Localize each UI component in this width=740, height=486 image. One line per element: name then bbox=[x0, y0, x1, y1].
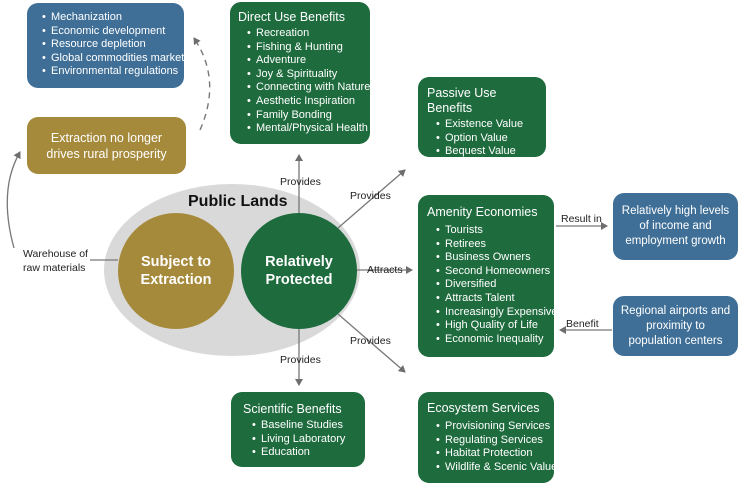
warehouse-label: Warehouse of raw materials bbox=[23, 248, 88, 274]
list-item: Mechanization bbox=[42, 11, 180, 25]
list-item: Diversified bbox=[436, 278, 550, 292]
passive-use-list: Existence Value Option Value Bequest Val… bbox=[427, 118, 542, 159]
ecosystem-services-box: Ecosystem Services Provisioning Services… bbox=[418, 392, 563, 483]
list-item: Economic development bbox=[42, 25, 180, 39]
passive-use-title: Passive Use Benefits bbox=[427, 86, 497, 115]
provides-top-label: Provides bbox=[280, 176, 321, 188]
scientific-benefits-box: Scientific Benefits Baseline Studies Liv… bbox=[231, 392, 365, 467]
provides-lower-right-label: Provides bbox=[350, 335, 391, 347]
list-item: Wildlife & Scenic Values bbox=[436, 461, 563, 475]
list-item: Existence Value bbox=[436, 118, 542, 132]
income-growth-text: Relatively high levels of income and emp… bbox=[621, 205, 730, 247]
list-item: Option Value bbox=[436, 132, 542, 146]
amenity-title: Amenity Economies bbox=[427, 205, 538, 219]
relatively-protected-circle: Relatively Protected bbox=[241, 213, 357, 329]
extraction-decline-text: Extraction no longer drives rural prospe… bbox=[46, 130, 167, 161]
direct-use-title: Direct Use Benefits bbox=[238, 10, 345, 24]
subject-to-extraction-circle: Subject to Extraction bbox=[118, 213, 234, 329]
provides-downright-arrow bbox=[337, 313, 406, 373]
amenity-list: Tourists Retirees Business Owners Second… bbox=[427, 224, 558, 347]
provides-upper-right-label: Provides bbox=[350, 190, 391, 202]
list-item: Fishing & Hunting bbox=[247, 41, 366, 55]
drivers-box: Mechanization Economic development Resou… bbox=[27, 3, 190, 88]
list-item: Retirees bbox=[436, 238, 550, 252]
warehouse-arrow bbox=[6, 151, 21, 249]
dashed-arrow-to-drivers bbox=[193, 37, 211, 131]
list-item: Living Laboratory bbox=[252, 433, 361, 447]
list-item: Environmental regulations bbox=[42, 65, 180, 79]
list-item: Provisioning Services bbox=[436, 420, 550, 434]
provides-upright-arrow bbox=[337, 169, 406, 229]
list-item: Connecting with Nature bbox=[247, 81, 370, 95]
list-item: Education bbox=[252, 446, 361, 460]
list-item: Global commodities markets bbox=[42, 52, 190, 66]
list-item: Economic Inequality bbox=[436, 333, 550, 347]
list-item: High Quality of Life bbox=[436, 319, 550, 333]
list-item: Recreation bbox=[247, 27, 366, 41]
list-item: Resource depletion bbox=[42, 38, 180, 52]
result-in-label: Result in bbox=[561, 213, 602, 225]
scientific-list: Baseline Studies Living Laboratory Educa… bbox=[243, 419, 361, 460]
list-item: Family Bonding bbox=[247, 109, 366, 123]
ecosystem-list: Provisioning Services Regulating Service… bbox=[427, 420, 563, 475]
list-item: Tourists bbox=[436, 224, 550, 238]
list-item: Bequest Value bbox=[436, 145, 542, 159]
public-lands-title: Public Lands bbox=[188, 193, 288, 210]
list-item: Aesthetic Inspiration bbox=[247, 95, 366, 109]
list-item: Joy & Spirituality bbox=[247, 68, 366, 82]
drivers-list: Mechanization Economic development Resou… bbox=[33, 11, 190, 79]
list-item: Attracts Talent bbox=[436, 292, 550, 306]
list-item: Increasingly Expensive bbox=[436, 306, 558, 320]
list-item: Adventure bbox=[247, 54, 366, 68]
relatively-protected-label: Relatively Protected bbox=[265, 254, 333, 288]
scientific-title: Scientific Benefits bbox=[243, 402, 342, 416]
direct-use-list: Recreation Fishing & Hunting Adventure J… bbox=[238, 27, 370, 136]
list-item: Habitat Protection bbox=[436, 447, 550, 461]
income-growth-box: Relatively high levels of income and emp… bbox=[613, 193, 738, 260]
benefit-label: Benefit bbox=[566, 318, 599, 330]
provides-bottom-label: Provides bbox=[280, 354, 321, 366]
direct-use-benefits-box: Direct Use Benefits Recreation Fishing &… bbox=[230, 2, 370, 144]
subject-to-extraction-label: Subject to Extraction bbox=[140, 254, 212, 288]
amenity-economies-box: Amenity Economies Tourists Retirees Busi… bbox=[418, 195, 558, 357]
list-item: Baseline Studies bbox=[252, 419, 361, 433]
attracts-label: Attracts bbox=[367, 264, 403, 276]
list-item: Second Homeowners bbox=[436, 265, 550, 279]
list-item: Mental/Physical Health bbox=[247, 122, 368, 136]
regional-airports-box: Regional airports and proximity to popul… bbox=[613, 296, 738, 356]
list-item: Business Owners bbox=[436, 251, 550, 265]
ecosystem-title: Ecosystem Services bbox=[427, 401, 540, 415]
extraction-decline-box: Extraction no longer drives rural prospe… bbox=[27, 117, 186, 174]
regional-airports-text: Regional airports and proximity to popul… bbox=[620, 304, 731, 347]
passive-use-benefits-box: Passive Use Benefits Existence Value Opt… bbox=[418, 77, 546, 159]
list-item: Regulating Services bbox=[436, 434, 550, 448]
